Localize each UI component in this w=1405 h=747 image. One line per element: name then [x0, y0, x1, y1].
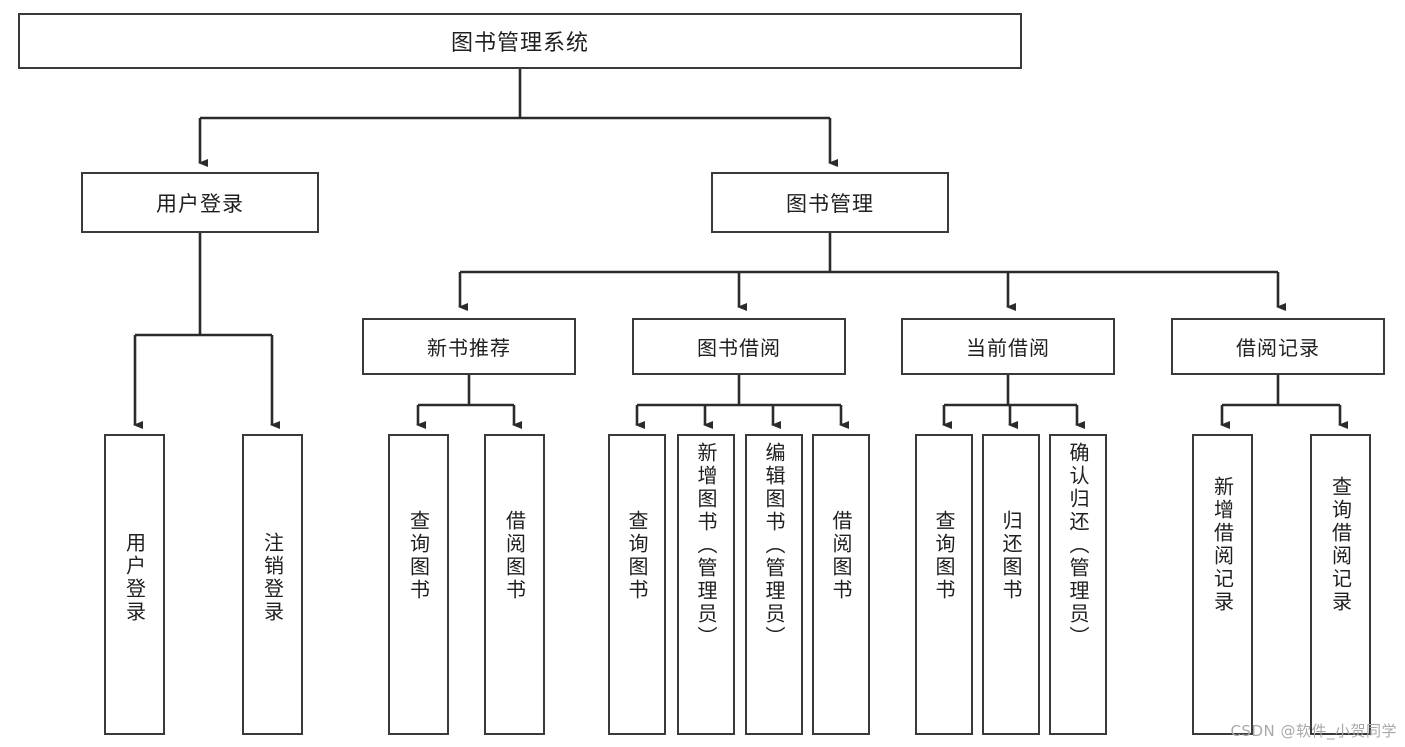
leaf-add-book-admin-label: 新增图书（管理员）: [694, 442, 718, 649]
node-borrow-record[interactable]: 借阅记录: [1171, 318, 1385, 375]
leaf-add-borrow-record[interactable]: 新增借阅记录: [1192, 434, 1253, 735]
leaf-query-book-1[interactable]: 查询图书: [388, 434, 449, 735]
leaf-query-book-2[interactable]: 查询图书: [608, 434, 666, 735]
leaf-query-book-2-label: 查询图书: [625, 510, 649, 602]
leaf-borrow-book-2[interactable]: 借阅图书: [812, 434, 870, 735]
leaf-user-login-label: 用户登录: [122, 532, 147, 624]
leaf-user-login[interactable]: 用户登录: [104, 434, 165, 735]
node-book-borrow[interactable]: 图书借阅: [632, 318, 846, 375]
node-book-manage-label: 图书管理: [786, 191, 874, 216]
node-new-book-recommend-label: 新书推荐: [427, 336, 511, 360]
watermark: CSDN @软件_小贺同学: [1230, 722, 1397, 740]
leaf-query-borrow-record-label: 查询借阅记录: [1328, 476, 1353, 614]
leaf-edit-book-admin-label: 编辑图书（管理员）: [762, 442, 786, 649]
leaf-logout-label: 注销登录: [260, 532, 285, 624]
node-user-login[interactable]: 用户登录: [81, 172, 319, 233]
leaf-borrow-book-1[interactable]: 借阅图书: [484, 434, 545, 735]
node-root-label: 图书管理系统: [450, 31, 589, 56]
leaf-confirm-return-admin-label: 确认归还（管理员）: [1066, 442, 1090, 649]
leaf-query-borrow-record[interactable]: 查询借阅记录: [1310, 434, 1371, 735]
leaf-query-book-1-label: 查询图书: [406, 510, 431, 602]
leaf-logout[interactable]: 注销登录: [242, 434, 303, 735]
leaf-return-book[interactable]: 归还图书: [982, 434, 1040, 735]
node-book-borrow-label: 图书借阅: [697, 336, 781, 360]
leaf-borrow-book-1-label: 借阅图书: [502, 510, 527, 602]
leaf-return-book-label: 归还图书: [999, 510, 1023, 602]
leaf-edit-book-admin[interactable]: 编辑图书（管理员）: [745, 434, 803, 735]
node-current-borrow-label: 当前借阅: [966, 336, 1050, 360]
node-user-login-label: 用户登录: [156, 191, 244, 216]
leaf-confirm-return-admin[interactable]: 确认归还（管理员）: [1049, 434, 1107, 735]
leaf-query-book-3-label: 查询图书: [932, 510, 956, 602]
leaf-query-book-3[interactable]: 查询图书: [915, 434, 973, 735]
leaf-borrow-book-2-label: 借阅图书: [829, 510, 853, 602]
node-book-manage[interactable]: 图书管理: [711, 172, 949, 233]
leaf-add-book-admin[interactable]: 新增图书（管理员）: [677, 434, 735, 735]
node-current-borrow[interactable]: 当前借阅: [901, 318, 1115, 375]
node-borrow-record-label: 借阅记录: [1236, 336, 1320, 360]
node-new-book-recommend[interactable]: 新书推荐: [362, 318, 576, 375]
leaf-add-borrow-record-label: 新增借阅记录: [1210, 476, 1235, 614]
node-root[interactable]: 图书管理系统: [18, 13, 1022, 69]
